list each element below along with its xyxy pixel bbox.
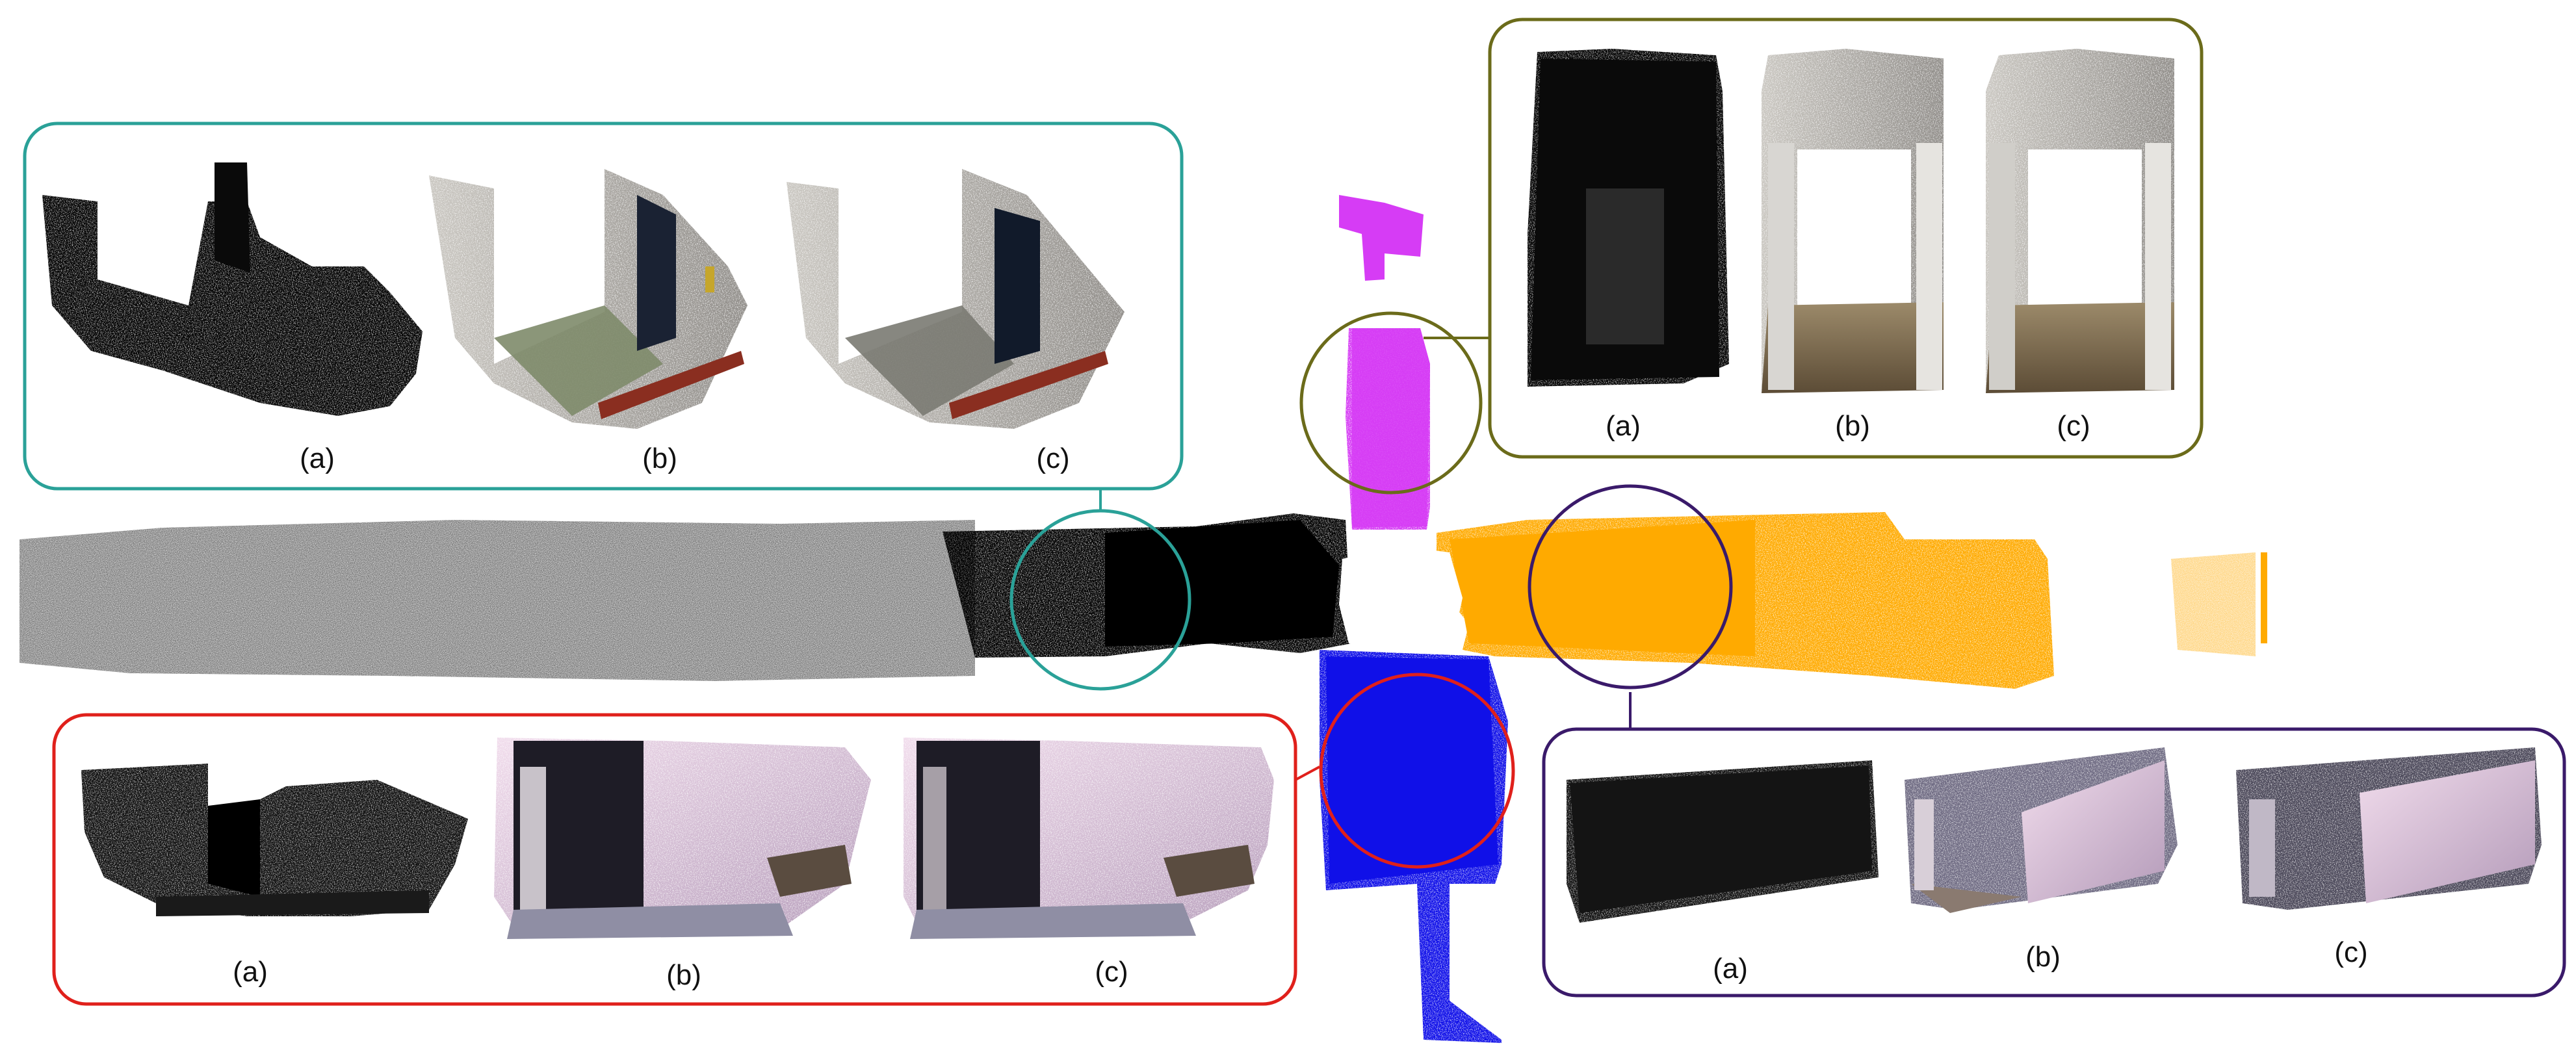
red-label-b: (b) (666, 959, 701, 991)
teal-label-a: (a) (300, 443, 335, 474)
black-corridor-cloud (20, 513, 1352, 681)
purple-panel: (a) (b) (c) (1542, 727, 2566, 998)
olive-panel: (a) (b) (c) (1488, 18, 2204, 459)
olive-label-b: (b) (1835, 410, 1870, 442)
olive-label-c: (c) (2057, 410, 2090, 442)
red-highlight-circle (1319, 673, 1515, 869)
red-label-c: (c) (1095, 956, 1128, 988)
purple-label-c: (c) (2334, 936, 2367, 968)
teal-panel: (a) (b) (c) (23, 122, 1184, 491)
point-cloud-map (20, 195, 2267, 1043)
red-view-c (904, 738, 1274, 939)
connectors (1099, 337, 1632, 781)
junction-gap (1339, 546, 1463, 653)
olive-view-c (1986, 49, 2174, 393)
teal-label-c: (c) (1036, 443, 1069, 474)
olive-label-a: (a) (1606, 410, 1641, 442)
purple-view-c (2236, 747, 2542, 910)
blue-branch-cloud (1320, 650, 1508, 1043)
red-label-a: (a) (233, 956, 268, 988)
purple-view-a (1567, 760, 1879, 923)
purple-label-a: (a) (1713, 953, 1748, 985)
red-panel: (a) (b) (c) (52, 713, 1297, 1006)
olive-view-b (1762, 49, 1944, 393)
teal-view-c (787, 169, 1125, 429)
teal-view-a (42, 162, 423, 416)
purple-view-b (1905, 747, 2178, 913)
olive-view-a (1528, 49, 1729, 387)
red-view-a (81, 764, 468, 916)
teal-highlight-circle (1009, 509, 1191, 691)
teal-view-b (429, 169, 748, 429)
orange-branch-cloud (1437, 512, 2267, 689)
red-view-b (494, 738, 871, 939)
magenta-branch-cloud (1339, 195, 1430, 530)
teal-label-b: (b) (642, 443, 677, 474)
olive-highlight-circle (1299, 311, 1483, 495)
purple-highlight-circle (1528, 484, 1733, 689)
purple-label-b: (b) (2025, 941, 2061, 973)
